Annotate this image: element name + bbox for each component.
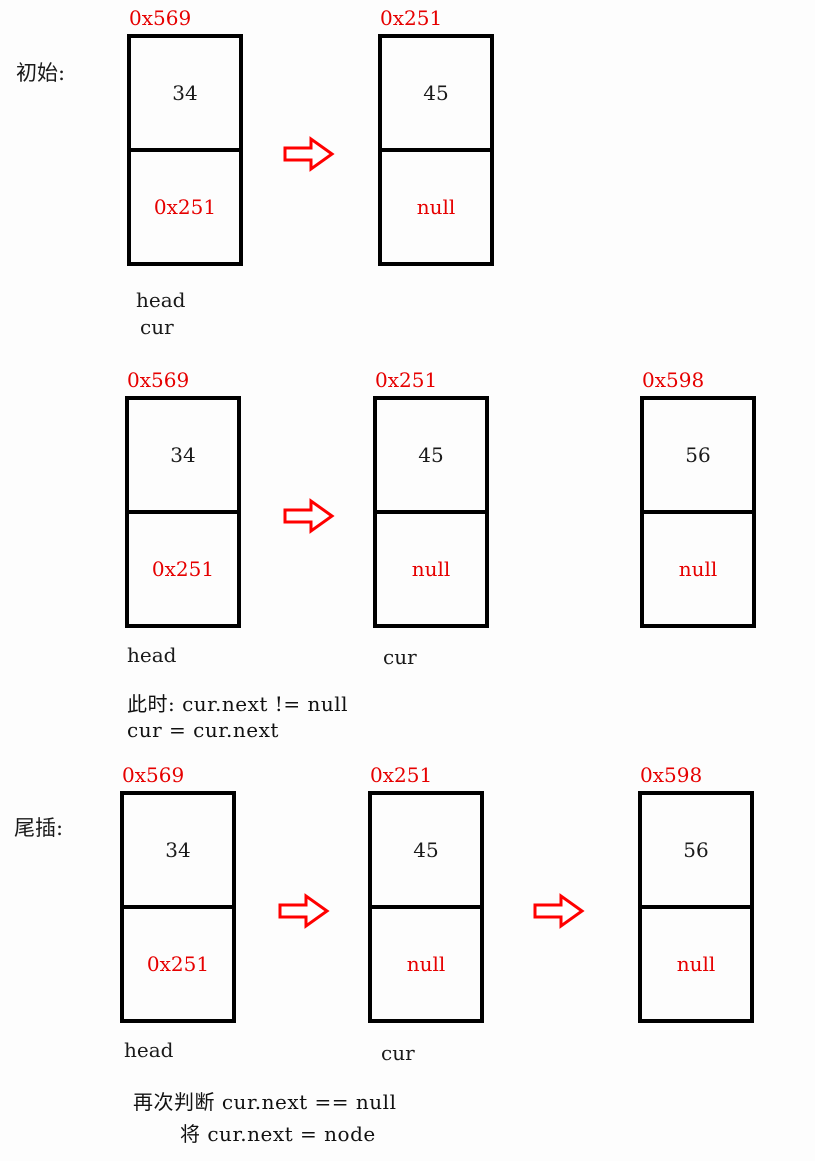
arrow-icon: [283, 136, 335, 172]
node-next-pointer: 0x251: [153, 195, 217, 219]
node-value: 56: [644, 400, 752, 514]
section3-node2: 0x251 45 null: [368, 763, 484, 1023]
node-address: 0x251: [370, 763, 433, 787]
node-address: 0x569: [127, 368, 190, 392]
node-address: 0x251: [375, 368, 438, 392]
node-box: 34 0x251: [125, 396, 241, 628]
node-box: 45 null: [378, 34, 494, 266]
node-value: 45: [377, 400, 485, 514]
annotation-line: 将 cur.next = node: [180, 1122, 376, 1146]
section3-node1: 0x569 34 0x251: [120, 763, 236, 1023]
node-address: 0x251: [380, 6, 443, 30]
node-next-pointer: null: [416, 195, 456, 219]
arrow-icon: [278, 893, 330, 929]
node-next-pointer: 0x251: [146, 952, 210, 976]
node-address: 0x598: [642, 368, 705, 392]
node-address: 0x598: [640, 763, 703, 787]
node-box: 34 0x251: [127, 34, 243, 266]
node-next-pointer: null: [406, 952, 446, 976]
arrow-icon: [533, 893, 585, 929]
section3-node3: 0x598 56 null: [638, 763, 754, 1023]
node-box: 56 null: [640, 396, 756, 628]
node-value: 34: [124, 795, 232, 909]
arrow-icon: [283, 498, 335, 534]
node-value: 34: [129, 400, 237, 514]
node-box: 45 null: [368, 791, 484, 1023]
node-next-pointer: null: [678, 557, 718, 581]
node-value: 45: [382, 38, 490, 152]
pointer-label-cur: cur: [381, 1041, 415, 1065]
pointer-label-cur: cur: [140, 315, 174, 339]
node-value: 56: [642, 795, 750, 909]
node-address: 0x569: [129, 6, 192, 30]
section3-caption: 尾插:: [14, 816, 64, 840]
node-box: 56 null: [638, 791, 754, 1023]
node-next-pointer: null: [411, 557, 451, 581]
node-value: 34: [131, 38, 239, 152]
section1-node1: 0x569 34 0x251: [127, 6, 243, 266]
annotation-line: 再次判断 cur.next == null: [133, 1090, 397, 1114]
pointer-label-cur: cur: [383, 645, 417, 669]
section2-node3: 0x598 56 null: [640, 368, 756, 628]
node-box: 34 0x251: [120, 791, 236, 1023]
node-box: 45 null: [373, 396, 489, 628]
node-address: 0x569: [122, 763, 185, 787]
pointer-label-head: head: [124, 1038, 174, 1062]
section1-caption: 初始:: [16, 61, 66, 85]
node-value: 45: [372, 795, 480, 909]
section2-node2: 0x251 45 null: [373, 368, 489, 628]
annotation-line: 此时: cur.next != null: [127, 692, 348, 716]
section2-node1: 0x569 34 0x251: [125, 368, 241, 628]
node-next-pointer: null: [676, 952, 716, 976]
pointer-label-head: head: [136, 288, 186, 312]
annotation-line: cur = cur.next: [127, 718, 279, 742]
node-next-pointer: 0x251: [151, 557, 215, 581]
pointer-label-head: head: [127, 643, 177, 667]
section1-node2: 0x251 45 null: [378, 6, 494, 266]
